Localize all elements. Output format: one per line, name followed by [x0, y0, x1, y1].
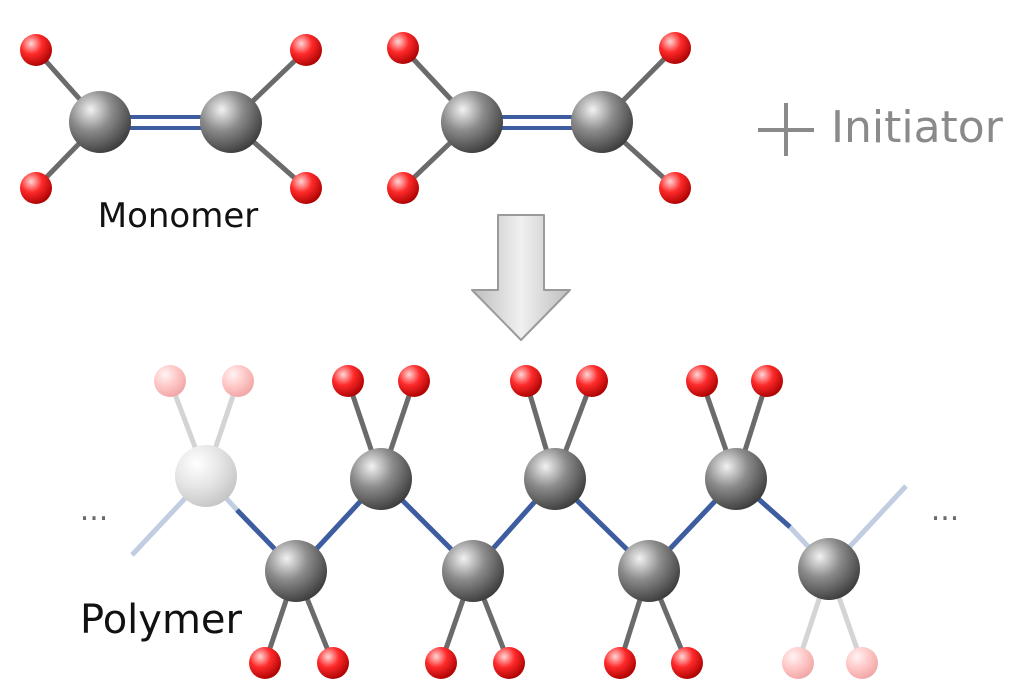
hydrogen-atom-faded	[154, 365, 186, 397]
monomer-label: Monomer	[98, 196, 259, 236]
carbon-atom	[442, 540, 504, 602]
carbon-atom-faded	[175, 445, 237, 507]
hydrogen-atom	[671, 647, 703, 679]
carbon-atom	[350, 448, 412, 510]
hydrogen-atom	[387, 32, 419, 64]
carbon-atom	[265, 540, 327, 602]
carbon-atom	[524, 448, 586, 510]
initiator-label: Initiator	[831, 102, 1004, 153]
hydrogen-atom	[317, 647, 349, 679]
carbon-atom	[69, 91, 131, 153]
carbon-atom	[618, 540, 680, 602]
ellipsis-left: ...	[80, 493, 109, 528]
hydrogen-atom	[604, 647, 636, 679]
hydrogen-atom-faded	[782, 647, 814, 679]
hydrogen-atom-faded	[846, 647, 878, 679]
carbon-atom	[798, 538, 860, 600]
hydrogen-atom	[659, 32, 691, 64]
hydrogen-atom	[290, 172, 322, 204]
hydrogen-atom	[576, 365, 608, 397]
hydrogen-atom	[493, 647, 525, 679]
polymer-label: Polymer	[80, 597, 243, 643]
monomer-molecule-1	[20, 34, 322, 204]
hydrogen-atom	[425, 647, 457, 679]
hydrogen-atom	[659, 172, 691, 204]
hydrogen-atom	[249, 647, 281, 679]
ellipsis-right: ...	[931, 493, 960, 528]
hydrogen-atom	[398, 365, 430, 397]
carbon-atom	[571, 91, 633, 153]
hydrogen-atom	[290, 34, 322, 66]
hydrogen-atom	[751, 365, 783, 397]
hydrogen-atom-faded	[222, 365, 254, 397]
carbon-atom	[705, 448, 767, 510]
hydrogen-atom	[332, 365, 364, 397]
monomer-molecule-2	[387, 32, 691, 204]
hydrogen-atom	[510, 365, 542, 397]
hydrogen-atom	[20, 34, 52, 66]
hydrogen-atom	[387, 172, 419, 204]
polymer-chain	[130, 365, 908, 679]
plus-icon	[758, 103, 814, 156]
hydrogen-atom	[20, 172, 52, 204]
hydrogen-atom	[686, 365, 718, 397]
reaction-arrow-icon	[471, 214, 571, 341]
carbon-atom	[200, 91, 262, 153]
carbon-atom	[441, 91, 503, 153]
